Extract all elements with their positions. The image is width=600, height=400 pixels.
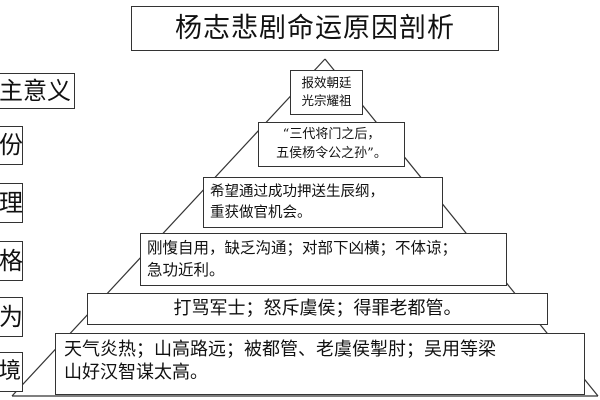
pyramid-level-3-line-2: 重获做官机会。 — [210, 205, 312, 222]
pyramid-level-2: “三代将门之后， 五侯杨令公之孙”。 — [258, 122, 405, 167]
pyramid-level-4: 刚愎自用，缺乏沟通；对部下凶横；不体谅； 急功近利。 — [140, 233, 507, 286]
pyramid-level-6-line-2: 山好汉智谋太高。 — [64, 362, 208, 384]
left-label-environment: 境 — [0, 352, 23, 392]
pyramid-level-6: 天气炎热；山高路远；被都管、老虞侯掣肘；吴用等梁 山好汉智谋太高。 — [55, 333, 585, 395]
pyramid-level-3: 希望通过成功押送生辰纲， 重获做官机会。 — [203, 177, 443, 228]
pyramid-level-5: 打骂军士；怒斥虞侯；得罪老都管。 — [87, 293, 548, 325]
pyramid-level-1: 报效朝廷 光宗耀祖 — [290, 70, 363, 115]
pyramid-level-2-line-1: “三代将门之后， — [282, 127, 381, 142]
left-label-psychology: 理 — [0, 183, 23, 223]
pyramid-level-4-line-2: 急功近利。 — [147, 260, 225, 279]
left-label-character: 格 — [0, 241, 23, 281]
diagram-title: 杨志悲剧命运原因剖析 — [131, 6, 499, 51]
left-label-behavior: 为 — [0, 297, 23, 337]
pyramid-level-3-line-1: 希望通过成功押送生辰纲， — [210, 184, 384, 200]
pyramid-level-1-line-1: 报效朝廷 — [301, 75, 352, 90]
pyramid-level-2-line-2: 五侯杨令公之孙”。 — [276, 145, 387, 161]
pyramid-level-1-line-2: 光宗耀祖 — [301, 92, 352, 108]
pyramid-level-6-line-1: 天气炎热；山高路远；被都管、老虞侯掣肘；吴用等梁 — [64, 339, 496, 360]
left-label-meaning: 主意义 — [0, 73, 75, 109]
left-label-identity: 份 — [0, 126, 23, 165]
pyramid-level-4-line-1: 刚愎自用，缺乏沟通；对部下凶横；不体谅； — [147, 239, 458, 257]
